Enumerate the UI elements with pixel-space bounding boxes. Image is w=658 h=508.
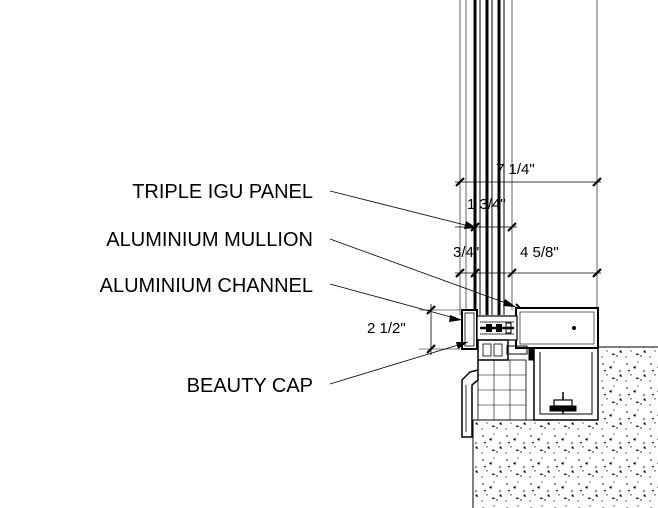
triple-igu-glass <box>473 0 505 315</box>
support-bracket <box>477 347 599 421</box>
callout-aluminium-channel: ALUMINIUM CHANNEL <box>100 275 313 297</box>
beauty-cap <box>461 339 528 438</box>
leader-arrowheads <box>449 221 516 349</box>
concrete-substrate <box>472 346 658 508</box>
dimension-mullion-depth: 4 5/8" <box>520 244 559 261</box>
aluminium-mullion <box>515 307 599 349</box>
dimension-ticks <box>426 177 602 354</box>
callout-triple-igu-panel: TRIPLE IGU PANEL <box>132 181 313 203</box>
callout-beauty-cap: BEAUTY CAP <box>187 375 313 397</box>
dimension-igu-thickness: 1 3/4" <box>467 196 506 213</box>
dimension-overall-depth: 7 1/4" <box>496 161 535 178</box>
dimension-front-offset: 3/4" <box>453 244 479 261</box>
dimension-cap-height: 2 1/2" <box>367 320 406 337</box>
leader-lines <box>329 190 515 385</box>
callout-aluminium-mullion: ALUMINIUM MULLION <box>106 229 313 251</box>
